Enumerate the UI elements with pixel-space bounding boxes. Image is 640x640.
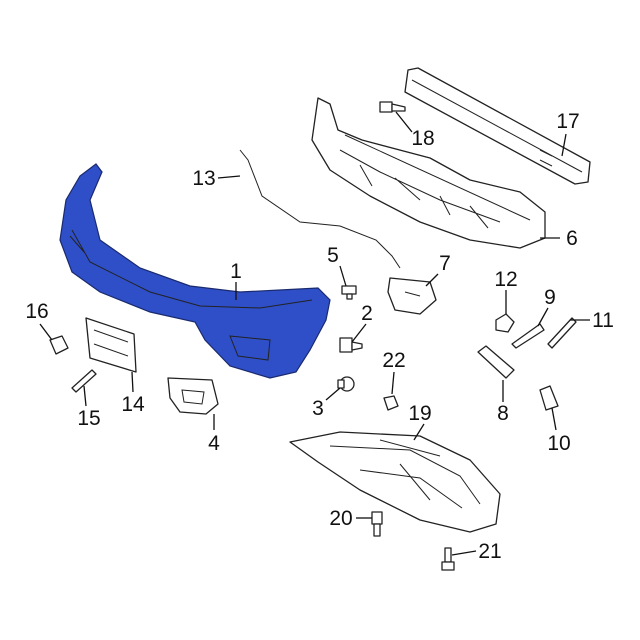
part-1-bumper-cover[interactable] — [59, 163, 331, 379]
callout-9[interactable]: 9 — [544, 286, 556, 309]
callout-2[interactable]: 2 — [361, 302, 373, 325]
callout-1[interactable]: 1 — [230, 260, 242, 283]
callout-15[interactable]: 15 — [77, 407, 100, 430]
callout-8[interactable]: 8 — [497, 402, 509, 425]
part-4-bezel[interactable] — [167, 377, 219, 415]
part-2-screw[interactable] — [339, 337, 363, 353]
callout-13[interactable]: 13 — [192, 167, 215, 190]
callout-16[interactable]: 16 — [25, 300, 48, 323]
callout-12[interactable]: 12 — [494, 268, 517, 291]
callout-10[interactable]: 10 — [547, 432, 570, 455]
callout-5[interactable]: 5 — [327, 244, 339, 267]
part-9-bolt[interactable] — [511, 323, 545, 349]
callout-18[interactable]: 18 — [411, 127, 434, 150]
callout-7[interactable]: 7 — [439, 252, 451, 275]
part-22-nut[interactable] — [383, 395, 399, 411]
part-5-clip[interactable] — [341, 285, 357, 300]
part-10-bracket[interactable] — [539, 385, 559, 411]
leader-lines — [39, 111, 590, 556]
callout-6[interactable]: 6 — [566, 227, 578, 250]
callout-14[interactable]: 14 — [121, 393, 145, 416]
callout-17[interactable]: 17 — [556, 110, 579, 133]
callout-11[interactable]: 11 — [592, 309, 614, 332]
part-21-bolt[interactable] — [441, 547, 455, 571]
callout-3[interactable]: 3 — [312, 397, 324, 420]
part-15-fastener[interactable] — [71, 369, 97, 393]
part-6-lower-absorber[interactable] — [311, 97, 546, 249]
callout-19[interactable]: 19 — [408, 402, 431, 425]
callout-21[interactable]: 21 — [478, 540, 501, 563]
part-11-bolt[interactable] — [547, 317, 577, 349]
callout-20[interactable]: 20 — [329, 507, 352, 530]
part-16-clip[interactable] — [49, 335, 69, 355]
callout-4[interactable]: 4 — [208, 432, 220, 455]
part-14-license-bracket[interactable] — [85, 317, 137, 373]
part-18-bolt[interactable] — [379, 101, 406, 113]
part-13-trim-strip[interactable] — [239, 149, 401, 269]
part-8-bracket[interactable] — [477, 345, 515, 379]
part-3-nut[interactable] — [337, 376, 355, 392]
callout-22[interactable]: 22 — [382, 349, 405, 372]
part-17-reinforcement-bar[interactable] — [404, 67, 591, 185]
part-19-under-shield[interactable] — [289, 431, 501, 533]
part-20-bolt[interactable] — [371, 511, 383, 537]
part-12-clip[interactable] — [495, 313, 515, 333]
